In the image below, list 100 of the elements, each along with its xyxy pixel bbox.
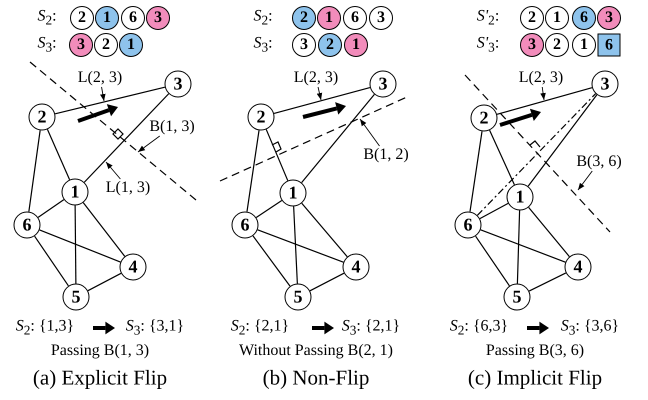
leader-text: L(2, 3) — [518, 69, 564, 87]
graph-vertex: 6 — [14, 212, 40, 238]
sequence-circle: 2 — [545, 33, 569, 57]
graph-edge — [476, 93, 596, 216]
leader-text: B(1, 3) — [149, 118, 195, 136]
sequence-circle: 3 — [146, 6, 170, 30]
sequence-circle: 3 — [597, 6, 621, 30]
sequence-circle: 2 — [318, 33, 342, 57]
graph-edge — [28, 130, 41, 212]
graph-vertex: 2 — [28, 104, 56, 130]
sequence-circle: 1 — [317, 6, 341, 30]
graph-edge — [74, 206, 76, 284]
sequence-circle: 3 — [520, 33, 544, 57]
note-text: Passing B(3, 6) — [486, 342, 584, 360]
leader-line — [578, 170, 593, 190]
set-label: S$_{2}$: {6,3} — [450, 317, 508, 339]
leader-line — [360, 118, 380, 146]
graph-edge — [39, 229, 121, 263]
graph-edge — [528, 272, 566, 292]
graph-vertex: 5 — [62, 284, 90, 310]
sequence-label: S$_{3}$: — [37, 34, 57, 56]
sequence-circle: 2 — [94, 33, 118, 57]
graph-vertex: 3 — [164, 70, 192, 98]
graph-edge — [301, 202, 348, 258]
graph-edge — [469, 131, 483, 212]
set-label: S$_{2}$: {2,1} — [230, 317, 290, 339]
set-label: S$_{3}$: {2,1} — [342, 317, 400, 339]
graph-vertex: 4 — [564, 254, 592, 280]
graph-edge — [256, 200, 282, 218]
sequence-circle: 1 — [572, 33, 596, 57]
sequence-circle: 3 — [69, 33, 93, 57]
graph-vertex: 3 — [592, 70, 618, 98]
graph-edge — [310, 272, 344, 292]
leader-text: B(3, 6) — [576, 153, 622, 171]
panel-caption: (a) Explicit Flip — [32, 366, 168, 390]
graph-vertex: 6 — [232, 212, 258, 238]
graph-vertex: 3 — [370, 70, 396, 98]
graph-vertex: 6 — [454, 212, 482, 238]
graph-edge — [516, 210, 520, 284]
leader-line — [138, 136, 160, 152]
sequence-circle: 3 — [369, 6, 393, 30]
graph-edge — [266, 129, 288, 181]
sequence-label: S'$_{2}$: — [476, 7, 500, 29]
graph-vertex: 1 — [62, 178, 88, 206]
sequence-circle: 2 — [70, 6, 94, 30]
graph-edge — [257, 229, 344, 263]
sequence-circle: 1 — [95, 6, 119, 30]
graph-edge — [54, 86, 166, 114]
leader-text: L(2, 3) — [294, 69, 338, 87]
graph-edge — [480, 202, 508, 220]
set-label: S$_{2}$: {1,3} — [16, 317, 74, 339]
sequence-square: 6 — [598, 34, 620, 56]
graph-edge — [46, 129, 70, 180]
panel-caption: (b) Non-Flip — [262, 366, 370, 390]
leader-line — [100, 86, 106, 102]
graph-vertex: 5 — [504, 284, 530, 310]
graph-edge — [252, 236, 290, 286]
graph-edge — [528, 94, 598, 187]
panel-caption: (c) Implicit Flip — [468, 366, 602, 390]
graph-vertex: 1 — [280, 180, 306, 206]
leader-line — [540, 86, 546, 100]
leader-text: L(1, 3) — [106, 179, 150, 197]
leader-line — [316, 86, 322, 100]
graph-edge — [528, 207, 570, 257]
sequence-label: S$_{3}$: — [253, 34, 273, 56]
graph-vertex: 2 — [248, 104, 274, 130]
sequence-circle: 2 — [520, 6, 544, 30]
graph-edge — [84, 93, 170, 183]
sequence-label: S'$_{3}$: — [476, 34, 500, 56]
graph-edge — [496, 87, 592, 115]
graph-vertex: 4 — [120, 254, 146, 280]
sequence-circle: 3 — [292, 33, 316, 57]
sequence-circle: 1 — [545, 6, 569, 30]
sequence-circle: 2 — [292, 6, 316, 30]
graph-edge — [475, 236, 510, 286]
note-text: Passing B(1, 3) — [50, 342, 150, 360]
sequence-circle: 6 — [343, 6, 367, 30]
sequence-circle: 1 — [344, 33, 368, 57]
graph-edge — [489, 130, 515, 185]
sequence-label: S$_{2}$: — [253, 7, 273, 29]
graph-edge — [274, 86, 370, 114]
set-label: S$_{3}$: {3,1} — [126, 317, 184, 339]
note-text: Without Passing B(2, 1) — [238, 342, 394, 360]
sequence-circle: 6 — [572, 6, 596, 30]
graph-edge — [34, 236, 69, 286]
graph-edge — [82, 202, 126, 257]
graph-edge — [246, 130, 260, 212]
graph-edge — [88, 272, 122, 292]
graph-vertex: 2 — [470, 104, 498, 132]
graph-edge — [301, 94, 375, 183]
leader-text: B(1, 2) — [363, 146, 409, 164]
graph-vertex: 5 — [284, 284, 312, 310]
sequence-circle: 6 — [121, 6, 145, 30]
graph-edge — [480, 229, 566, 263]
leader-text: L(2, 3) — [78, 69, 122, 87]
graph-vertex: 1 — [506, 184, 534, 210]
graph-vertex: 4 — [342, 254, 370, 280]
sequence-circle: 1 — [119, 33, 143, 57]
sequence-label: S$_{2}$: — [37, 7, 57, 29]
leader-line — [106, 162, 121, 180]
